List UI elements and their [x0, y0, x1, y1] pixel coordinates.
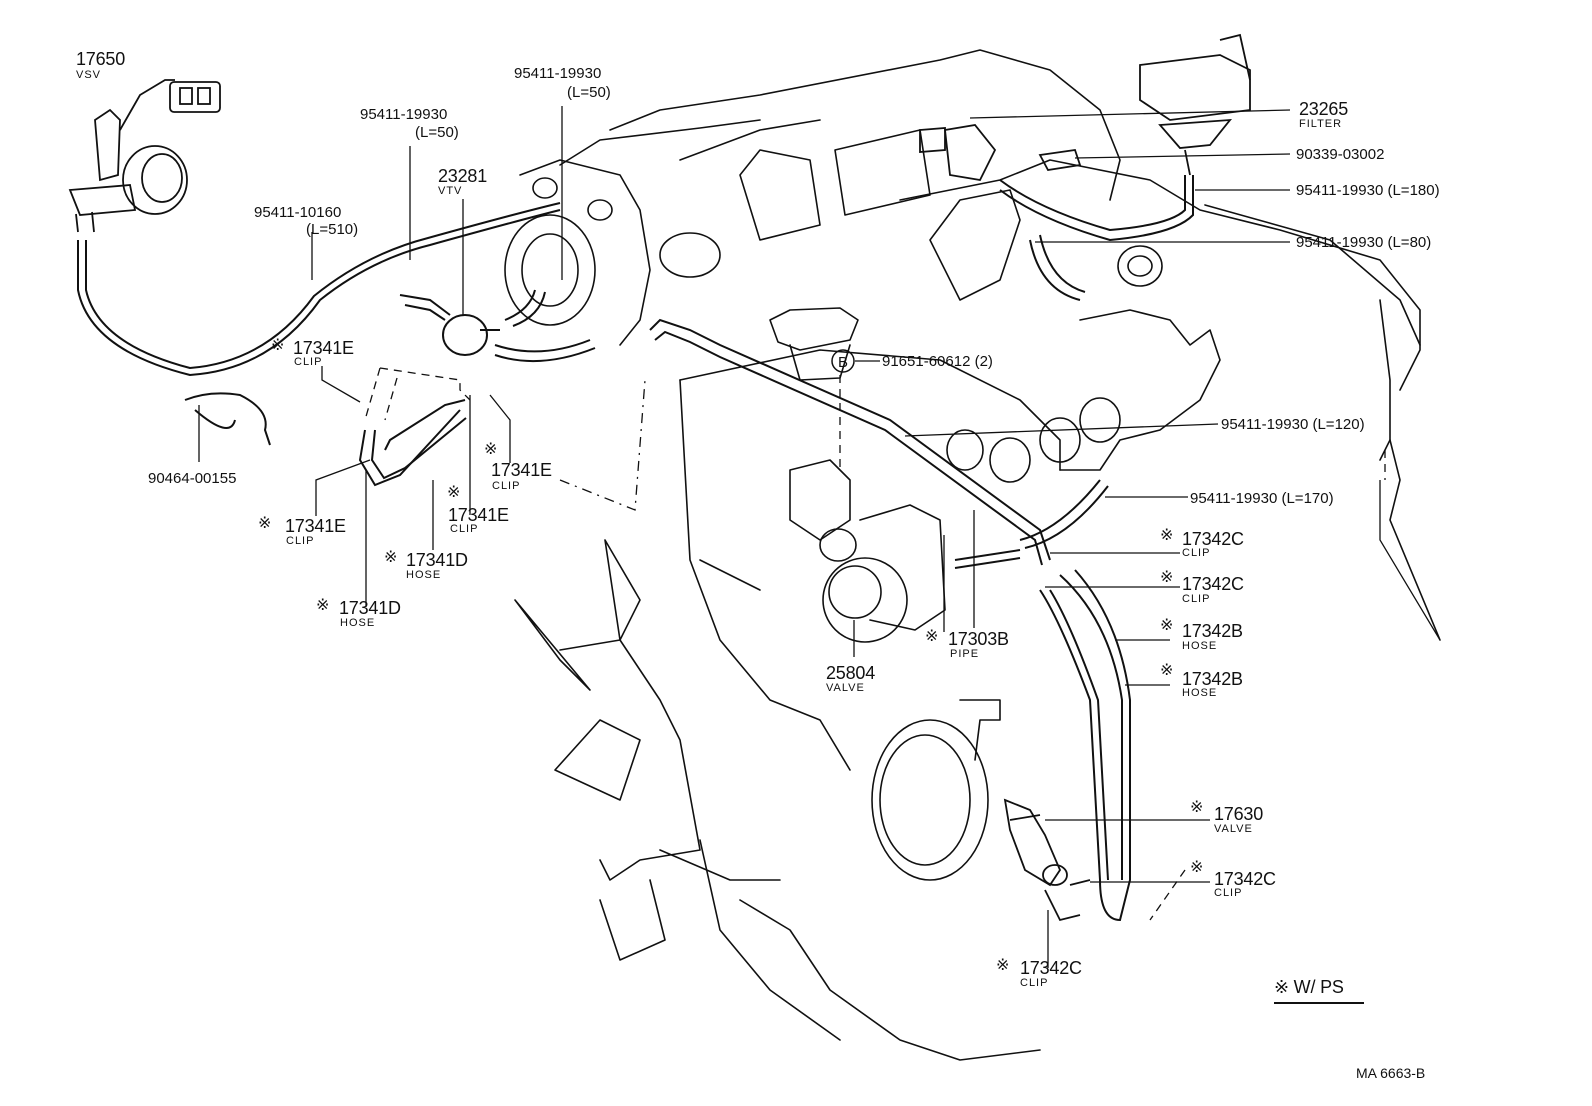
hoseb1-part-name: HOSE	[1182, 640, 1218, 652]
drawing-code: MA 6663-B	[1356, 1065, 1426, 1081]
ps-mark: ※	[996, 957, 1010, 974]
hoseb2-part-name: HOSE	[1182, 687, 1218, 699]
vtv-part-name: VTV	[438, 185, 463, 197]
legend-label: ※ W/ PS	[1274, 977, 1344, 997]
valve2-part-name: VALVE	[1214, 823, 1253, 835]
ps-mark: ※	[925, 628, 939, 645]
clipc3-part-name: CLIP	[1214, 887, 1243, 899]
filter-assembly	[919, 33, 1251, 181]
vsv-assembly	[68, 79, 221, 233]
clipc2-part-name: CLIP	[1182, 593, 1211, 605]
hose-lines	[77, 175, 1194, 922]
hose-10160-length: (L=510)	[306, 221, 359, 238]
ps-mark: ※	[1160, 569, 1174, 586]
clamp-part-number: 90464-00155	[148, 470, 237, 487]
clip2-part-number: 17341E	[491, 460, 552, 480]
clipc4-part-number: 17342C	[1020, 958, 1082, 978]
hose-10160-number: 95411-10160	[254, 204, 342, 221]
pipe-part-name: PIPE	[950, 648, 980, 660]
ps-mark: ※	[1160, 617, 1174, 634]
clip1-part-name: CLIP	[294, 356, 323, 368]
clipc1-part-number: 17342C	[1182, 529, 1244, 549]
valve2-part-number: 17630	[1214, 804, 1264, 824]
leader-lines	[198, 106, 1441, 968]
ps-mark: ※	[1160, 662, 1174, 679]
hose1-part-number: 17341D	[406, 550, 468, 570]
ps-mark: ※	[447, 484, 461, 501]
pipe-part-number: 17303B	[948, 629, 1009, 649]
hose1-part-name: HOSE	[406, 569, 442, 581]
hose2-part-number: 17341D	[339, 598, 401, 618]
hose-b-number: 95411-19930	[514, 65, 602, 82]
clipc1-part-name: CLIP	[1182, 547, 1211, 559]
bolt-marker: B	[831, 349, 855, 373]
clip3-part-name: CLIP	[450, 523, 479, 535]
ps-mark: ※	[258, 515, 272, 532]
vtv-part-number: 23281	[438, 166, 488, 186]
ps-mark: ※	[1190, 859, 1204, 876]
union-part-number: 90339-03002	[1296, 146, 1385, 163]
vsv-part-name: VSV	[76, 69, 102, 81]
hose-80-number: 95411-19930 (L=80)	[1296, 234, 1432, 251]
hose-170-number: 95411-19930 (L=170)	[1190, 490, 1334, 507]
ps-mark: ※	[484, 441, 498, 458]
vsv-part-number: 17650	[76, 49, 126, 69]
hose-180-number: 95411-19930 (L=180)	[1296, 182, 1440, 199]
ps-mark: ※	[316, 597, 330, 614]
filter-part-number: 23265	[1299, 99, 1349, 119]
valve-part-name: VALVE	[826, 682, 865, 694]
hose2-part-name: HOSE	[340, 617, 376, 629]
clip2-part-name: CLIP	[492, 480, 521, 492]
hoseb2-part-number: 17342B	[1182, 669, 1243, 689]
clipc4-part-name: CLIP	[1020, 977, 1049, 989]
clipc3-part-number: 17342C	[1214, 869, 1276, 889]
clip4-part-name: CLIP	[286, 535, 315, 547]
clip1-part-number: 17341E	[293, 338, 354, 358]
hose-a-length: (L=50)	[415, 124, 459, 141]
ps-mark: ※	[384, 549, 398, 566]
ps-mark: ※	[271, 337, 285, 354]
bolt-part-number: 91651-60612 (2)	[882, 353, 993, 370]
hose-a-number: 95411-19930	[360, 106, 448, 123]
valve-part-number: 25804	[826, 663, 876, 683]
engine-outline	[504, 49, 1441, 1061]
clip3-part-number: 17341E	[448, 505, 509, 525]
ps-mark: ※	[1190, 799, 1204, 816]
hoseb1-part-number: 17342B	[1182, 621, 1243, 641]
valve-17630	[1003, 798, 1091, 922]
hose-b-length: (L=50)	[567, 84, 611, 101]
bolt-marker-label: B	[838, 354, 848, 371]
clipc2-part-number: 17342C	[1182, 574, 1244, 594]
hose-120-number: 95411-19930 (L=120)	[1221, 416, 1365, 433]
ps-mark: ※	[1160, 527, 1174, 544]
clip4-part-number: 17341E	[285, 516, 346, 536]
filter-part-name: FILTER	[1299, 118, 1343, 130]
